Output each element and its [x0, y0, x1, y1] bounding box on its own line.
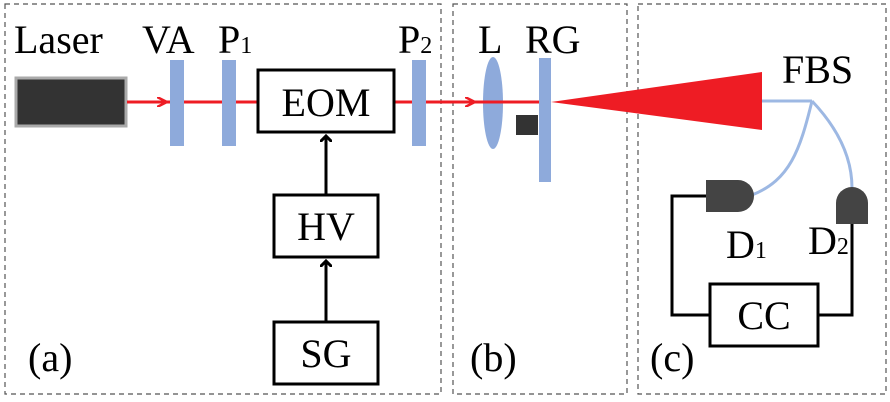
panel-c-border	[637, 3, 887, 395]
panel-a-label: (a)	[28, 335, 72, 380]
laser-body	[14, 76, 128, 128]
wire-d2-to-cc	[818, 224, 854, 317]
p1-label: P1	[218, 17, 252, 62]
panel-c-label: (c)	[650, 335, 694, 380]
eom-box	[256, 68, 396, 134]
rg-mount	[516, 115, 538, 135]
cc-box	[708, 282, 820, 348]
d2-label: D2	[808, 218, 849, 263]
detector-d1	[706, 180, 754, 212]
rg-element	[539, 58, 551, 182]
sg-label: SG	[300, 331, 351, 376]
p1-element	[222, 60, 236, 146]
fiber-to-d2	[810, 99, 854, 189]
hv-label: HV	[297, 204, 355, 249]
panel-b-label: (b)	[470, 335, 517, 380]
p2-label: P2	[398, 17, 432, 62]
fiber-to-d1	[751, 100, 814, 197]
eom-label: EOM	[282, 80, 371, 125]
va-label: VA	[142, 17, 195, 62]
panel-b-border	[452, 3, 628, 395]
detector-d2	[836, 187, 868, 224]
cc-label: CC	[737, 293, 790, 338]
wire-d1-to-cc	[670, 194, 710, 317]
rg-label: RG	[525, 17, 581, 62]
panel-a-border	[4, 3, 442, 395]
sg-box	[272, 320, 380, 386]
laser-label: Laser	[14, 17, 103, 62]
va-element	[170, 60, 184, 146]
scattered-beam-cone	[551, 72, 762, 130]
fbs-label: FBS	[782, 47, 853, 92]
lens-label: L	[478, 17, 502, 62]
d1-label: D1	[726, 222, 767, 267]
p2-element	[412, 60, 426, 146]
